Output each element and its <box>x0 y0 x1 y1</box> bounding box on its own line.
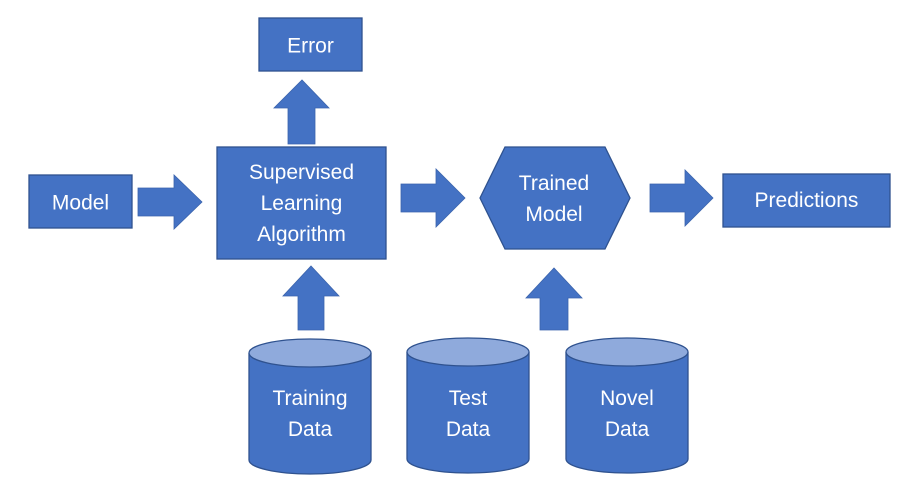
node-error: Error <box>258 17 363 72</box>
node-test-data-label-line-2: Data <box>446 418 491 441</box>
node-novel-data-label-line-2: Data <box>605 418 650 441</box>
arrow-novel-to-trained-model <box>525 267 583 331</box>
node-supervised-learning-algorithm: Supervised Learning Algorithm <box>216 146 387 260</box>
node-predictions: Predictions <box>722 173 891 228</box>
arrow-model-to-algorithm <box>137 174 203 230</box>
node-model: Model <box>28 174 133 229</box>
node-predictions-label: Predictions <box>755 189 859 212</box>
node-trained-model-label-line-1: Trained <box>519 172 589 195</box>
node-algorithm-label-line-1: Supervised <box>249 161 354 184</box>
arrow-algorithm-to-error <box>273 79 330 145</box>
node-novel-data: Novel Data <box>565 337 689 474</box>
node-error-label: Error <box>287 35 334 58</box>
node-algorithm-label-line-3: Algorithm <box>257 223 346 246</box>
node-training-data-label-line-1: Training <box>272 387 347 410</box>
node-trained-model-label-line-2: Model <box>525 203 582 226</box>
node-algorithm-label-line-2: Learning <box>261 192 343 215</box>
arrow-algorithm-to-trained-model <box>400 168 466 228</box>
node-trained-model: Trained Model <box>479 146 631 250</box>
node-model-label: Model <box>52 192 109 215</box>
node-test-data: Test Data <box>406 337 530 474</box>
arrow-trained-model-to-predictions <box>649 169 714 227</box>
node-novel-data-label-line-1: Novel <box>600 387 654 410</box>
node-test-data-label-line-1: Test <box>449 387 488 410</box>
node-training-data: Training Data <box>248 338 372 475</box>
node-training-data-label-line-2: Data <box>288 418 333 441</box>
arrow-training-to-algorithm <box>282 265 340 331</box>
